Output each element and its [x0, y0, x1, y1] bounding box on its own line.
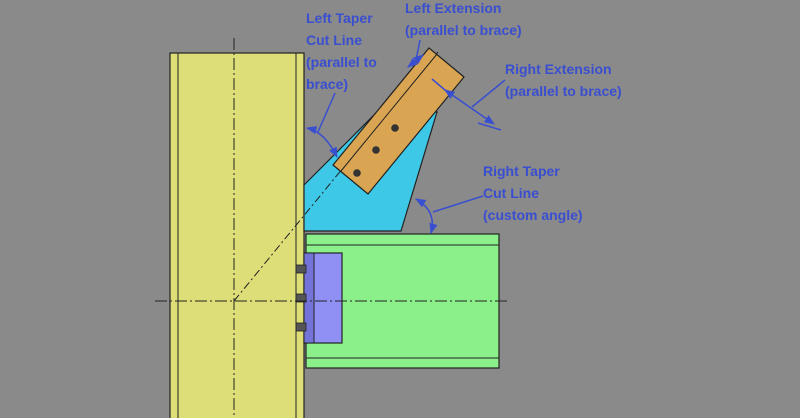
left-extension-label-line2: (parallel to brace)	[405, 22, 522, 38]
left-taper-arc	[305, 125, 338, 158]
column-body	[169, 52, 305, 418]
right-extension-leader	[471, 79, 506, 108]
right-extension-label-line2: (parallel to brace)	[505, 83, 622, 99]
left-extension-label: Left Extension (parallel to brace)	[405, 0, 522, 41]
left-taper-label-line3: (parallel to	[306, 54, 377, 70]
brace	[332, 47, 465, 195]
right-taper-arc	[415, 198, 438, 235]
right-taper-dimension	[415, 195, 484, 235]
left-extension-label-line1: Left Extension	[405, 0, 502, 16]
right-taper-label: Right Taper Cut Line (custom angle)	[483, 160, 583, 226]
right-extension-label: Right Extension (parallel to brace)	[505, 58, 622, 102]
right-extension-witness-bottom	[477, 122, 502, 131]
left-taper-dimension	[305, 92, 338, 158]
brace-edge-line	[340, 53, 438, 172]
bolt-head	[295, 264, 307, 274]
left-taper-label-line4: brace)	[306, 76, 349, 92]
left-extension-dimension	[407, 39, 424, 68]
brace-body	[332, 47, 465, 195]
brace-bolt	[353, 169, 361, 177]
right-extension-line	[444, 89, 495, 125]
brace-bolt	[372, 146, 380, 154]
left-extension-line	[407, 54, 424, 68]
right-taper-label-line3: (custom angle)	[483, 207, 583, 223]
left-extension-leader	[415, 39, 421, 61]
left-taper-label-line1: Left Taper	[306, 10, 373, 26]
right-taper-label-line2: Cut Line	[483, 185, 539, 201]
left-taper-label: Left Taper Cut Line (parallel to brace)	[306, 7, 377, 95]
clip-angle	[295, 252, 343, 344]
right-taper-label-line1: Right Taper	[483, 163, 560, 179]
bolt-head	[295, 293, 307, 303]
right-taper-leader	[432, 195, 484, 213]
left-taper-leader	[317, 92, 336, 133]
right-extension-dimension	[431, 78, 506, 131]
left-taper-label-line2: Cut Line	[306, 32, 362, 48]
bolt-head	[295, 322, 307, 332]
column	[169, 38, 305, 418]
brace-bolt	[391, 124, 399, 132]
right-extension-label-line1: Right Extension	[505, 61, 612, 77]
